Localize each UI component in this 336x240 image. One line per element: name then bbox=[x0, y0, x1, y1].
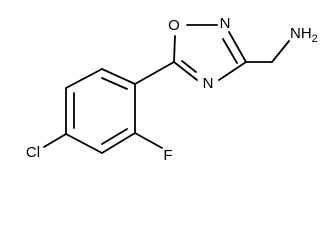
bond-c3-n4 bbox=[218, 61, 247, 81]
atom-label-nh: NH bbox=[290, 25, 312, 42]
bond-c1-c5ox bbox=[134, 61, 175, 85]
atom-label-cl: Cl bbox=[26, 144, 40, 161]
bond-n2-c3 bbox=[228, 31, 247, 63]
bond-c1-c2 bbox=[101, 68, 136, 85]
bond-n2-c3-inner bbox=[222, 38, 238, 64]
oxadiazole-ring bbox=[173, 24, 247, 81]
structure-diagram: O N N NH2 F Cl bbox=[26, 15, 318, 164]
bond-c6-f bbox=[134, 132, 163, 149]
bond-c5-o1 bbox=[173, 35, 176, 63]
bond-c4-cl bbox=[43, 133, 67, 148]
bond-c5-c6-inner bbox=[101, 128, 128, 145]
atom-label-o1: O bbox=[168, 17, 180, 34]
bond-ch2-n bbox=[271, 40, 290, 63]
atom-label-n4: N bbox=[203, 75, 214, 92]
bond-n4-c5 bbox=[173, 61, 198, 81]
atom-label-nh2-subscript: 2 bbox=[312, 33, 318, 45]
bond-c1-c2-inner bbox=[101, 77, 128, 90]
bond-n4-c5-inner bbox=[181, 60, 197, 73]
atom-label-nh2: NH2 bbox=[290, 25, 318, 45]
atom-label-f: F bbox=[163, 147, 172, 164]
bond-c5-c6 bbox=[101, 132, 136, 154]
bond-c2-c3 bbox=[65, 68, 103, 89]
benzene-ring bbox=[65, 68, 136, 154]
atom-label-n2: N bbox=[220, 15, 231, 32]
bond-c4-c5 bbox=[65, 133, 103, 154]
